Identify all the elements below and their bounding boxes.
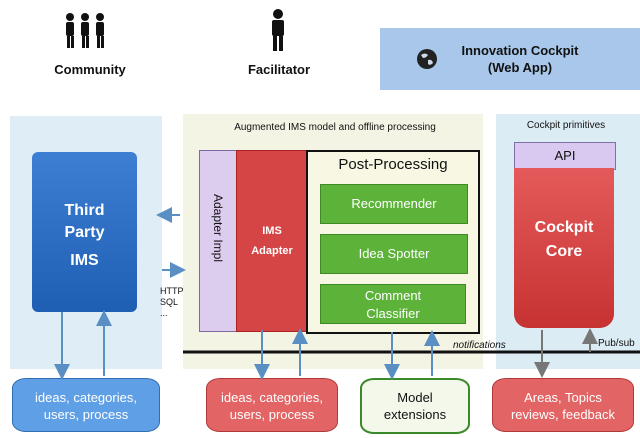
innovation-cockpit-box: Innovation Cockpit (Web App) <box>380 28 640 90</box>
right-panel-title: Cockpit primitives <box>526 120 606 131</box>
ims-db-line1: ideas, categories, <box>35 390 137 405</box>
recommender-box: Recommender <box>320 184 468 224</box>
api-label: API <box>554 148 576 163</box>
adapter-db-line2: users, process <box>229 407 315 422</box>
facilitator-person-icon <box>267 8 289 52</box>
ims-adapter-label-line2: Adapter <box>251 245 293 257</box>
community-label: Community <box>54 62 126 77</box>
cockpit-core-line2: Core <box>545 243 583 260</box>
adapter-database: ideas, categories, users, process <box>206 378 338 432</box>
cockpit-subtitle: (Web App) <box>487 60 553 75</box>
facilitator-label: Facilitator <box>247 62 311 77</box>
comment-classifier-line1: Comment <box>364 288 422 303</box>
ims-database: ideas, categories, users, process <box>12 378 160 432</box>
protocol-more: ... <box>160 308 168 318</box>
adapter-db-line1: ideas, categories, <box>221 390 323 405</box>
ims-label-line1: Third <box>64 202 105 219</box>
model-db-line1: Model <box>397 390 433 405</box>
globe-icon <box>416 48 438 70</box>
protocol-list: HTTP SQL ... <box>160 286 184 319</box>
cockpit-core-line1: Cockpit <box>534 219 594 236</box>
protocol-sql: SQL <box>160 297 179 307</box>
cockpit-db-line2: reviews, feedback <box>510 407 616 422</box>
recommender-label: Recommender <box>351 196 437 211</box>
cockpit-database: Areas, Topics reviews, feedback <box>492 378 634 432</box>
cockpit-core-box: Cockpit Core <box>514 168 614 328</box>
comment-classifier-box: Comment Classifier <box>320 284 466 324</box>
cockpit-db-line1: Areas, Topics <box>524 390 602 405</box>
ims-adapter-box: IMS Adapter <box>236 150 308 332</box>
post-processing-title: Post-Processing <box>338 156 448 173</box>
ims-label-line2: Party <box>64 224 105 241</box>
post-processing-box: Post-Processing Recommender Idea Spotter… <box>306 150 480 334</box>
middle-panel-title: Augmented IMS model and offline processi… <box>234 122 436 133</box>
comment-classifier-line2: Classifier <box>366 306 420 321</box>
model-extensions-database: Model extensions <box>360 378 470 434</box>
third-party-ims-box: Third Party IMS <box>32 152 137 312</box>
ims-db-line2: users, process <box>43 407 129 422</box>
protocol-http: HTTP <box>160 286 184 296</box>
ims-label-line3: IMS <box>70 252 99 269</box>
ims-adapter-label-line1: IMS <box>262 225 282 237</box>
notifications-label: notifications <box>453 340 506 351</box>
idea-spotter-label: Idea Spotter <box>358 246 430 261</box>
idea-spotter-box: Idea Spotter <box>320 234 468 274</box>
cockpit-title: Innovation Cockpit <box>461 43 579 58</box>
community-group-icon <box>60 10 110 50</box>
pubsub-label: Pub/sub <box>598 338 635 349</box>
adapter-impl-box: Adapter Impl <box>199 150 237 332</box>
model-db-line2: extensions <box>383 407 447 422</box>
